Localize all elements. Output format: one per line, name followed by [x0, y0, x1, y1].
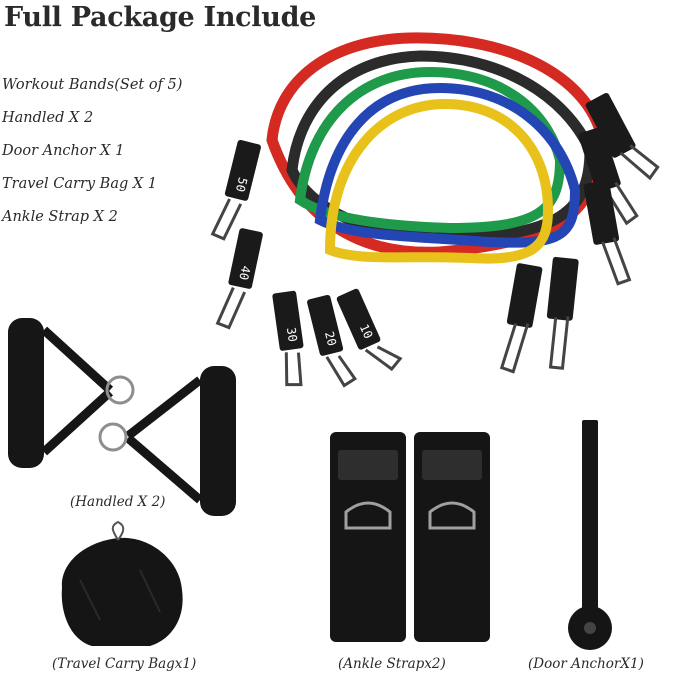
- resistance-bands: [266, 32, 606, 264]
- ankle-strap-right-d-ring: [428, 501, 476, 530]
- ankle-strap-left-d-ring: [344, 501, 392, 530]
- caption-door-anchor: (Door AnchorX1): [528, 656, 644, 672]
- sleeve-black: 40: [215, 228, 263, 330]
- sleeve-right-3: [583, 180, 632, 286]
- sleeve-right-4: [499, 263, 543, 374]
- sleeve-red: 50: [210, 139, 261, 241]
- sleeve-right-5: [546, 256, 579, 370]
- sleeve-yellow-lbs: 10: [357, 322, 376, 341]
- sleeve-blue: 20: [307, 294, 358, 388]
- sleeve-right-2: [578, 126, 639, 226]
- caption-ankle-straps: (Ankle Strapx2): [338, 656, 446, 672]
- handle-right-grip: [200, 366, 236, 516]
- sleeve-red-lbs: 50: [233, 176, 250, 193]
- sleeve-black-lbs: 40: [236, 264, 253, 281]
- band-blue: [314, 82, 581, 248]
- handle-right-ring: [98, 422, 128, 452]
- handle-left-ring: [105, 375, 135, 405]
- sleeve-right-1: [585, 92, 660, 181]
- package-contents-list: Workout Bands(Set of 5) Handled X 2 Door…: [2, 74, 182, 239]
- door-anchor: [568, 420, 612, 650]
- ankle-strap-right: [414, 432, 490, 642]
- list-item-door-anchor: Door Anchor X 1: [2, 143, 125, 159]
- list-item-handles: Handled X 2: [2, 110, 94, 126]
- page-title: Full Package Include: [4, 2, 317, 33]
- band-sleeves-right: [499, 92, 660, 374]
- list-item-workout-bands: Workout Bands(Set of 5): [2, 77, 183, 93]
- ankle-strap-left: [330, 432, 406, 642]
- door-anchor-strap: [582, 420, 598, 610]
- caption-carry-bag: (Travel Carry Bagx1): [52, 656, 197, 672]
- band-yellow: [324, 98, 554, 264]
- carry-bag-body: [61, 537, 183, 646]
- handles: [8, 318, 236, 516]
- sleeve-green: 30: [272, 290, 304, 387]
- carry-bag: [61, 520, 183, 646]
- sleeve-green-lbs: 30: [284, 326, 300, 342]
- handle-left-grip: [8, 318, 44, 468]
- band-sleeves-left: 50 40 30 20 10: [210, 139, 403, 388]
- sleeve-yellow: 10: [336, 288, 403, 372]
- caption-handles: (Handled X 2): [70, 494, 166, 510]
- sleeve-blue-lbs: 20: [322, 330, 339, 347]
- list-item-ankle-strap: Ankle Strap X 2: [2, 209, 118, 225]
- list-item-carry-bag: Travel Carry Bag X 1: [2, 176, 158, 192]
- ankle-straps: [330, 432, 490, 642]
